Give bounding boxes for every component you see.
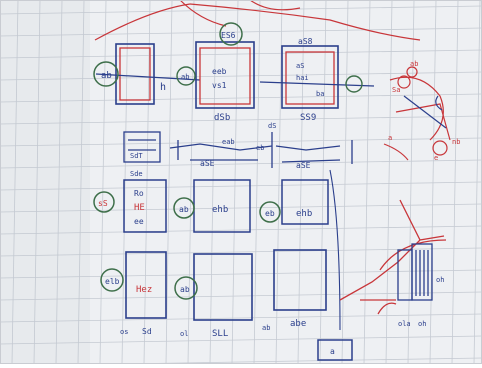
panel-top-label: aS8 [298,37,313,46]
green-circle-marker [173,197,195,219]
panel-caption: SS9 [300,113,316,123]
sketch-label: oh [418,320,426,328]
green-circle-marker [345,75,363,93]
card-line: ee [134,217,144,226]
card-inner-label: Hez [136,285,152,295]
mid-card-3: eb ehb [259,179,329,225]
top-panel-1: ab h [93,43,201,105]
card-caption: Sde [130,170,143,178]
bottom-card-1: elb Hez Sd [100,251,167,336]
box-label: a [330,347,335,356]
green-circle-marker [174,276,198,300]
circle-label: ab [179,205,189,214]
circle-label: ab [101,71,112,81]
axis-line [259,81,375,87]
card-frame [123,179,167,233]
bottom-card-2: ab SLL [174,253,253,339]
side-label: ol [180,330,188,338]
paper-shadow [0,0,90,364]
card-frame [281,179,329,225]
strip-label: eb [256,144,264,152]
panel-frame [115,43,155,105]
circle-label: sS [98,199,108,208]
circle-label: eb [265,209,275,218]
panel-inner-frame [285,51,335,105]
circle-label-left: ab [181,73,189,81]
sketch-label: ab [410,60,418,68]
strip-box-label: SdT [130,152,143,160]
panel-inner-frame [199,47,251,105]
sketch-label: ola [398,320,411,328]
card-caption: abe [290,319,306,329]
wire-line [329,169,341,331]
sketch-label: nb [452,138,460,146]
box-frame [317,339,353,361]
strip-label: aSE [200,159,215,168]
strip-label: eab [222,138,235,146]
red-connector-lines [94,0,421,41]
middle-strip [123,131,353,168]
mid-card-2: ab ehb [173,179,251,233]
top-panel-3: aS8 aS hai ba SS9 [259,37,375,123]
circle-label: ES6 [221,31,236,40]
green-circle-marker [100,268,124,292]
mid-card-1: sS Ro HE ee Sde [93,170,167,233]
sketch-label: e [434,154,438,162]
green-circle-marker [219,22,243,46]
panel-frame [281,45,339,109]
side-label: ab [262,324,270,332]
panel-cell: ba [316,90,324,98]
sketch-label: oh [436,276,444,284]
sketch-label: a [388,134,392,142]
card-line: HE [134,203,145,213]
right-sketch-bottom [339,199,447,315]
panel-frame [195,41,255,109]
bottom-card-3: abe [273,249,327,329]
green-circle-marker [93,191,115,213]
panel-cell: aS [296,62,304,70]
panel-caption: dSb [214,113,230,123]
card-line: Ro [134,189,144,198]
green-circle-marker [93,61,119,87]
strip-vertical-label: dS [268,122,276,130]
right-sketch-top [383,66,451,161]
circle-label: ab [180,285,190,294]
panel-cell: eeb [212,67,227,76]
top-panel-2: ES6 ab eeb vs1 dSb [176,22,255,123]
panel-cell: vs1 [212,81,227,90]
card-frame [125,251,167,319]
strip-line-2 [275,145,341,151]
green-circle-marker [259,201,281,223]
sketch-label: Sa [392,86,400,94]
card-caption: SLL [212,329,228,339]
circle-label: elb [105,277,120,286]
bottom-box: a [317,339,353,361]
strip-base-2 [281,159,341,163]
strip-line-1 [169,143,273,151]
green-circle-marker-left [176,66,196,86]
card-frame [193,253,253,321]
axis-line [95,73,201,81]
strip-label: aSE [296,161,311,170]
side-label: os [120,328,128,336]
card-caption: Sd [142,327,152,336]
card-frame [273,249,327,311]
card-caption: ehb [212,205,228,215]
strip-left-box [123,131,161,163]
panel-tag: h [160,82,166,93]
panel-cell: hai [296,74,309,82]
card-caption: ehb [296,209,312,219]
panel-inner-frame [119,47,151,101]
